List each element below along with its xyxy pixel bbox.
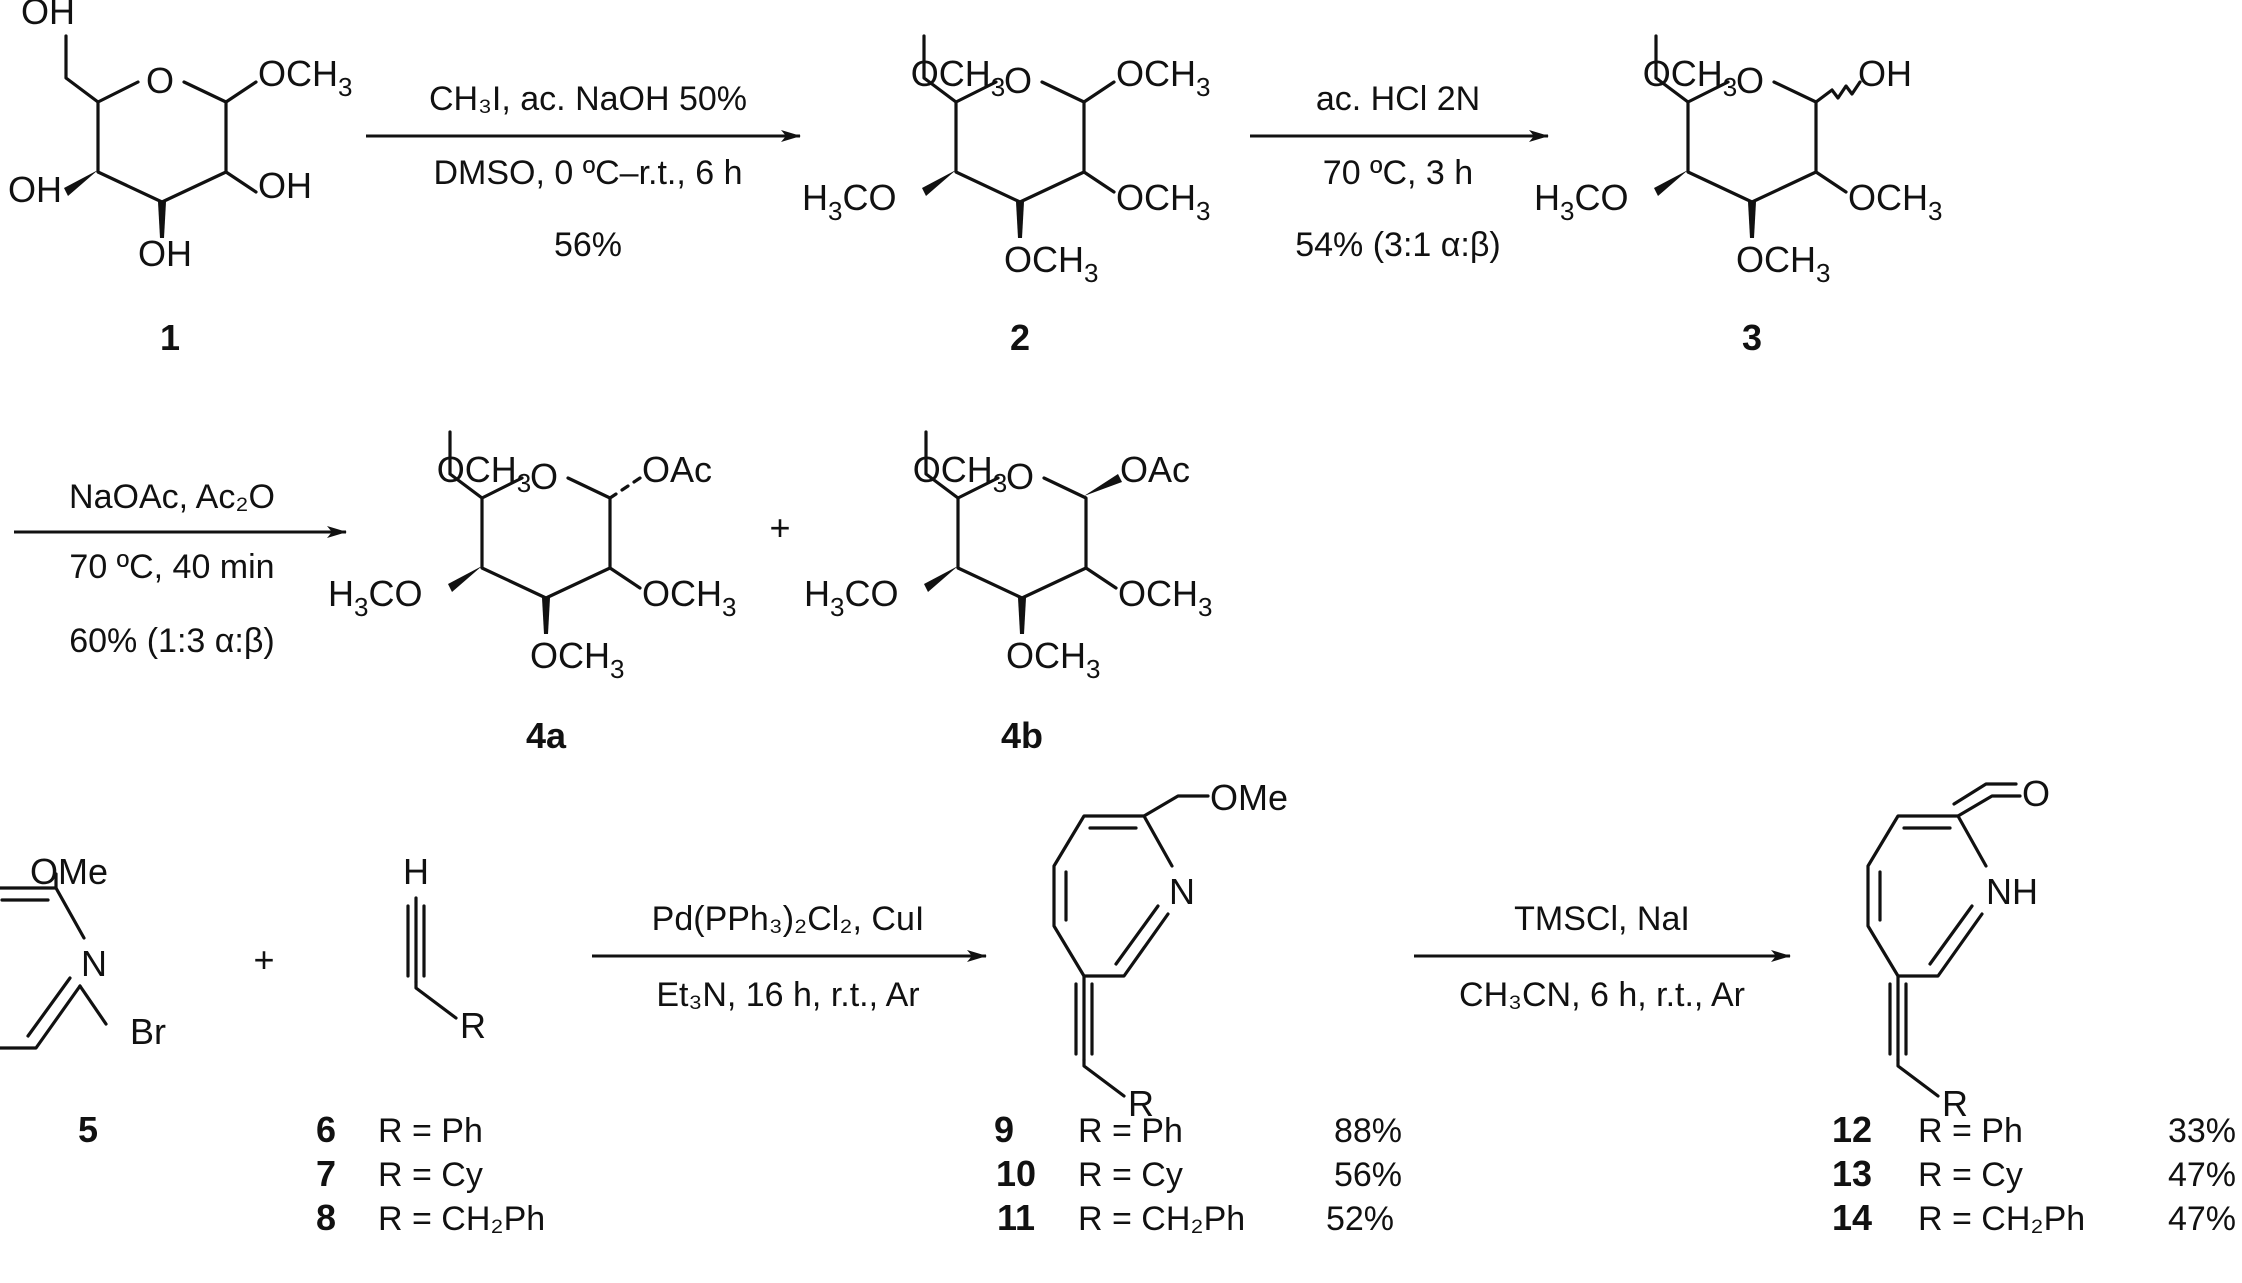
alkyne-7-r: R = Cy [378,1156,483,1194]
product-14-number: 14 [1832,1197,1872,1238]
ring-nh-label: NH [1986,871,2038,912]
product-13-number: 13 [1832,1153,1872,1194]
step3-yield: 60% (1:3 α:β) [69,622,275,660]
compound-1-structure: OH OH OH OH OCH3 [8,0,352,274]
step2-reagents: ac. HCl 2N [1316,80,1480,118]
c4-hydroxyl-label: OH [8,169,62,210]
step3-reagents: NaOAc, Ac₂O [69,478,275,516]
methoxy-label: OMe [30,851,108,892]
product-11-number: 11 [997,1197,1035,1238]
methoxypyridine-9-11-structure: N OMe [1052,777,1288,1126]
compound-3-label: 3 [1742,317,1762,358]
alkyne-8-r: R = CH₂Ph [378,1200,545,1238]
compound-1-label: 1 [160,317,180,358]
bromo-label: Br [130,1011,166,1052]
product-9-yield: 88% [1334,1112,1402,1150]
plus-sign-2: + [253,939,274,980]
alkyne-6-r: R = Ph [378,1112,483,1150]
ring-nitrogen-label: N [1169,871,1195,912]
pyridone-12-14-structure: NH O [1866,773,2050,1126]
compound-5-label: 5 [78,1109,98,1150]
anomeric-acetate-label: OAc [1120,449,1190,490]
c2-hydroxyl-label: OH [258,165,312,206]
alkyne-6-8-structure: H [403,851,488,1048]
compound-4b-label: 4b [1001,715,1043,756]
alkyne-8-number: 8 [316,1197,336,1238]
product-14-r: R = CH₂Ph [1918,1200,2085,1238]
pyridone-product-list: 12 R = Ph 33% 13 R = Cy 47% 14 R = CH₂Ph… [1832,1109,2236,1238]
product-9-r: R = Ph [1078,1112,1183,1150]
methoxy-label: OMe [1210,777,1288,818]
product-12-r: R = Ph [1918,1112,2023,1150]
step5-reagents: TMSCl, NaI [1514,900,1690,938]
terminal-hydrogen-label: H [403,851,429,892]
compound-4a-structure: OAc [328,432,736,684]
product-12-number: 12 [1832,1109,1872,1150]
anomeric-methoxy-label: OCH3 [258,53,352,102]
alkyne-6-number: 6 [316,1109,336,1150]
compound-2-label: 2 [1010,317,1030,358]
step4-conditions: Et₃N, 16 h, r.t., Ar [656,976,919,1014]
alkyne-7-number: 7 [316,1153,336,1194]
product-9-number: 9 [994,1109,1014,1150]
step4-reagents: Pd(PPh₃)₂Cl₂, CuI [652,900,925,938]
compound-4a-label: 4a [526,715,567,756]
c6-hydroxyl-label: OH [21,0,75,32]
step3-conditions: 70 ºC, 40 min [69,548,274,586]
product-13-r: R = Cy [1918,1156,2023,1194]
carbonyl-oxygen-label: O [2022,773,2050,814]
c3-hydroxyl-label: OH [138,233,192,274]
step5-conditions: CH₃CN, 6 h, r.t., Ar [1459,976,1745,1014]
product-10-number: 10 [996,1153,1036,1194]
step1-reagents: CH₃I, ac. NaOH 50% [429,80,747,118]
plus-sign-1: + [769,507,790,548]
step2-yield: 54% (3:1 α:β) [1295,226,1501,264]
step1-yield: 56% [554,226,622,264]
anomeric-methoxy-label: OCH3 [1116,53,1210,102]
product-10-r: R = Cy [1078,1156,1183,1194]
product-13-yield: 47% [2168,1156,2236,1194]
product-12-yield: 33% [2168,1112,2236,1150]
alkyne-list: 6 R = Ph 7 R = Cy 8 R = CH₂Ph [316,1109,545,1238]
compound-3-structure: OH [1534,36,1942,288]
step1-conditions: DMSO, 0 ºC–r.t., 6 h [433,154,742,192]
compound-4b-structure: OAc [804,432,1212,684]
anomeric-hydroxyl-label: OH [1858,53,1912,94]
product-11-yield: 52% [1326,1200,1394,1238]
compound-5-structure: N OMe Br [0,851,166,1052]
compound-2-structure: OCH3 [802,36,1210,288]
product-11-r: R = CH₂Ph [1078,1200,1245,1238]
product-14-yield: 47% [2168,1200,2236,1238]
step2-conditions: 70 ºC, 3 h [1323,154,1473,192]
ring-nitrogen-label: N [81,943,107,984]
methoxy-product-list: 9 R = Ph 88% 10 R = Cy 56% 11 R = CH₂Ph … [994,1109,1402,1238]
product-10-yield: 56% [1334,1156,1402,1194]
anomeric-acetate-label: OAc [642,449,712,490]
